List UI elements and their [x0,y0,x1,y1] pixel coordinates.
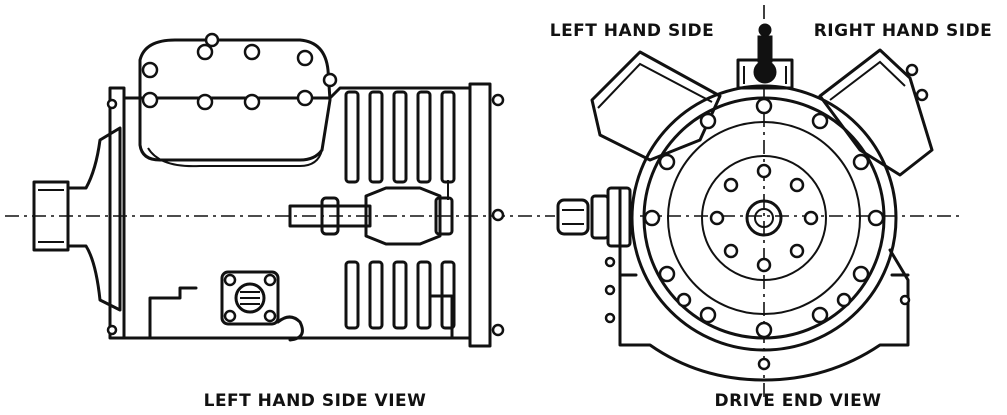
base [618,188,910,382]
left-side-view [32,32,505,348]
cylinder-head [138,38,332,162]
access-plate [220,270,280,326]
left-hand-side-view-caption: LEFT HAND SIDE VIEW [204,391,427,411]
right-cylinder-head [818,48,934,177]
left-cylinder-head [590,50,722,162]
side-fitting [556,198,590,236]
drive-end-view-caption: DRIVE END VIEW [715,391,882,411]
bearing-housing [66,126,122,312]
shaft-hub [745,199,783,237]
left-flange [108,86,126,340]
oil-tube [288,204,372,228]
drive-end-view [556,23,934,382]
valve-nut [364,186,442,246]
shaft-stub [32,180,70,252]
right-flange [468,82,492,348]
right-hand-side-label: RIGHT HAND SIDE [814,21,993,41]
left-hand-side-label: LEFT HAND SIDE [550,21,715,41]
drive-end-housing [630,84,898,352]
